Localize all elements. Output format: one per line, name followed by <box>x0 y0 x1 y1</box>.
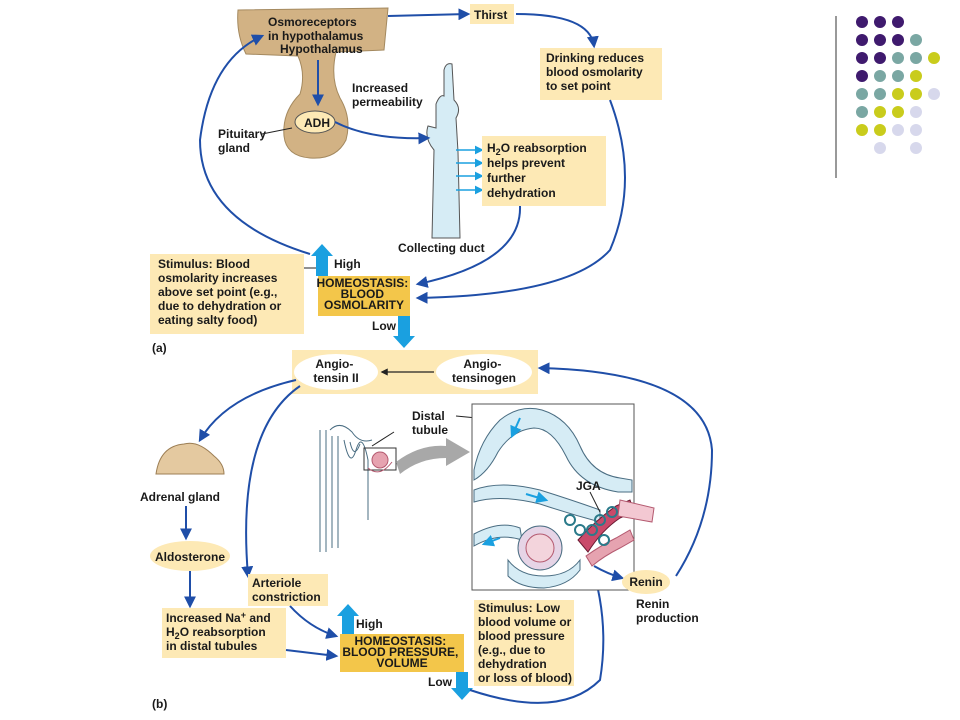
arteriole-box <box>248 574 328 606</box>
panel-a-label: (a) <box>152 341 167 355</box>
arteriole-text: Arteriole constriction <box>252 576 321 604</box>
collecting-duct <box>426 63 461 239</box>
renin-to-angiotensinogen-arrow <box>537 362 714 577</box>
adh-to-duct-arrow <box>334 121 431 145</box>
aldosterone-label: Aldosterone <box>155 550 225 564</box>
increased-na-text: Increased Na+ and H2O reabsorption in di… <box>166 610 274 653</box>
osmoreceptors-to-thirst-arrow <box>387 8 471 21</box>
angiotensinogen-label: Angio- tensinogen <box>452 357 516 385</box>
magnify-arrow <box>396 438 470 474</box>
panel-b-label: (b) <box>152 697 167 711</box>
adrenal-gland-shape <box>155 442 225 475</box>
drinking-box <box>540 48 662 100</box>
distal-tubule-leader-small <box>371 431 395 447</box>
homeostasis-a-text: HOMEOSTASIS: BLOOD OSMOLARITY <box>316 276 411 312</box>
na-to-homeostasis-arrow <box>285 648 339 661</box>
angiotensinogen-oval <box>436 354 532 390</box>
homeostasis-a-box <box>318 276 410 316</box>
high-label-b: High <box>356 617 383 631</box>
homeostasis-b-box <box>340 634 464 672</box>
pituitary-leader-line <box>261 127 293 135</box>
low-label-a: Low <box>372 319 397 333</box>
low-label-b: Low <box>428 675 453 689</box>
aldosterone-oval <box>150 541 230 571</box>
decorative-dot-grid <box>835 16 940 178</box>
nephron-sketch <box>319 425 397 552</box>
stimulus-to-osmoreceptors-arrow <box>198 34 311 255</box>
thirst-box <box>470 4 514 24</box>
increased-na-box <box>162 608 286 658</box>
low-arrow-b <box>451 672 473 700</box>
distal-tubule-label: Distal tubule <box>412 409 448 437</box>
h2o-reabsorption-box <box>482 136 606 206</box>
renin-oval <box>622 570 670 594</box>
osmoreceptors-label: Osmoreceptors in hypothalamus <box>268 15 364 43</box>
pituitary-label: Pituitary gland <box>218 127 269 155</box>
stimulus-a-text: Stimulus: Blood osmolarity increases abo… <box>158 257 285 327</box>
stimulus-to-jga-arrow <box>469 557 605 704</box>
arteriole-to-homeostasis-arrow <box>289 605 339 639</box>
angiotensin-to-adrenal-arrow <box>198 379 297 443</box>
thirst-label: Thirst <box>474 8 507 22</box>
renin-label: Renin <box>629 575 662 589</box>
renin-production-label: Renin production <box>636 597 699 625</box>
stimulus-b-box <box>474 600 574 686</box>
high-label-a: High <box>334 257 361 271</box>
increased-permeability-label: Increased permeability <box>352 81 423 109</box>
magnified-nephron <box>473 407 655 589</box>
homeostasis-b-text: HOMEOSTASIS: BLOOD PRESSURE, VOLUME <box>342 634 461 670</box>
jga-to-renin-arrow <box>593 565 625 582</box>
stimulus-a-box <box>150 254 304 334</box>
stimulus-b-text: Stimulus: Low blood volume or blood pres… <box>478 601 575 685</box>
jga-leader <box>589 491 601 513</box>
h2o-reabsorption-text: H2O reabsorption helps prevent further d… <box>487 141 590 200</box>
collecting-duct-label: Collecting duct <box>398 241 485 255</box>
water-reabsorption-arrows <box>456 145 484 195</box>
high-arrow-a <box>311 244 333 276</box>
angiotensin-ii-oval <box>294 354 378 390</box>
drinking-text: Drinking reduces blood osmolarity to set… <box>546 51 647 93</box>
angiotensin-ii-label: Angio- tensin II <box>313 357 358 385</box>
adrenal-gland-label: Adrenal gland <box>140 490 220 504</box>
drinking-to-homeostasis-arrow <box>415 99 626 304</box>
hypothalamus-shape <box>237 7 389 159</box>
jga-label: JGA <box>576 479 601 493</box>
thirst-to-drinking-arrow <box>515 13 599 49</box>
adh-label: ADH <box>304 116 330 130</box>
h2o-to-homeostasis-arrow <box>415 205 522 288</box>
low-arrow-a <box>393 316 415 348</box>
high-arrow-b <box>337 604 359 636</box>
angiotensin-to-arteriole-arrow <box>241 385 301 579</box>
hypothalamus-label: Hypothalamus <box>280 42 363 56</box>
